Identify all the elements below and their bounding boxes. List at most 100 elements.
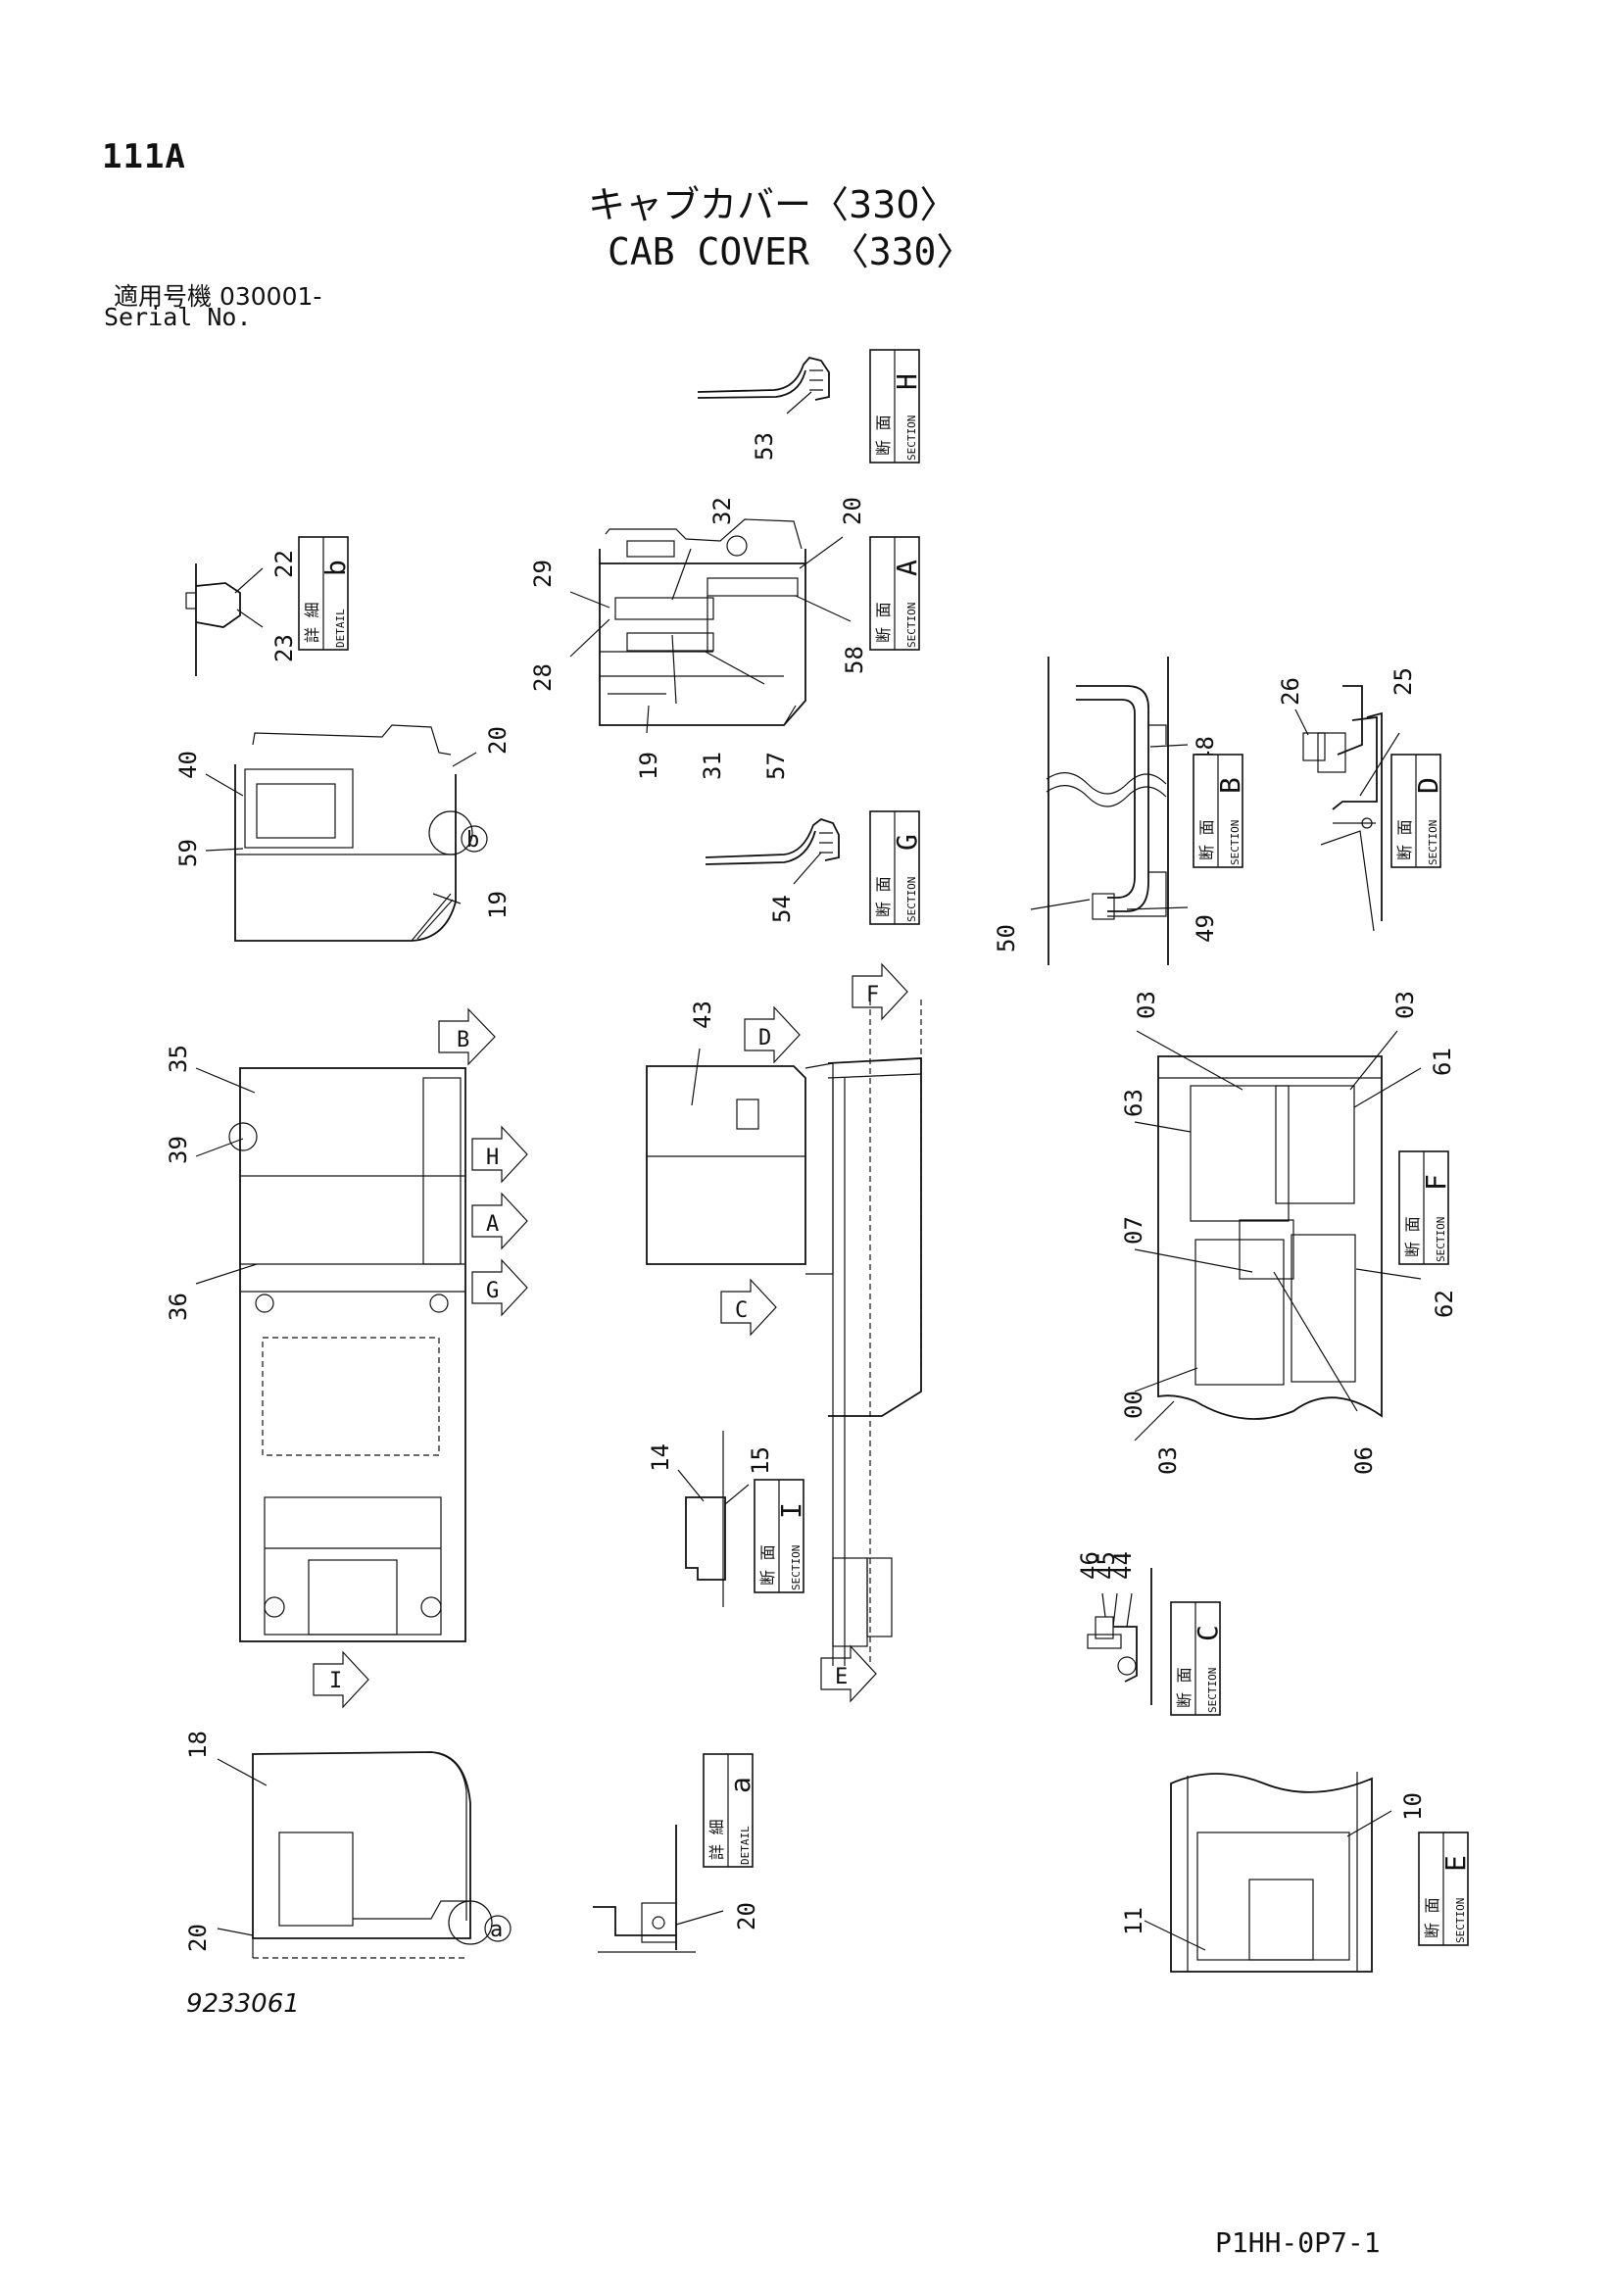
callout-03-a: 03	[1133, 991, 1160, 1019]
section-i-tag: 断 面 SECTION I	[754, 1479, 807, 1593]
section-g-tag: 断 面 SECTION G	[869, 810, 923, 925]
callout-50: 50	[993, 924, 1020, 953]
arrow-b-label: B	[457, 1028, 469, 1052]
callout-20-c: 20	[184, 1924, 212, 1952]
section-c-tag: 断 面 SECTION C	[1170, 1601, 1224, 1716]
arrow-e-label: E	[835, 1665, 848, 1689]
svg-text:断 面: 断 面	[1423, 1897, 1441, 1938]
svg-text:断 面: 断 面	[874, 876, 893, 917]
section-a-letter: A	[891, 560, 923, 576]
callout-59: 59	[174, 839, 202, 867]
reference-code: P1HH-0P7-1	[1215, 2226, 1381, 2259]
section-c-view: 46 45 44	[1076, 1551, 1152, 1705]
arrow-c-label: C	[735, 1298, 748, 1323]
section-b-tag: 断 面 SECTION B	[1193, 754, 1246, 868]
cab-side-view: b 40 59 20 19	[174, 724, 512, 942]
callout-32: 32	[708, 497, 736, 525]
callout-20-a: 20	[839, 497, 866, 525]
callout-14: 14	[647, 1443, 674, 1472]
detail-a-view: 20	[593, 1825, 760, 1953]
callout-18: 18	[184, 1731, 212, 1759]
svg-text:詳 細: 詳 細	[707, 1819, 726, 1860]
callout-06: 06	[1350, 1446, 1378, 1475]
section-d-view: 26 25	[1277, 667, 1417, 932]
detail-a-letter: a	[724, 1777, 756, 1793]
section-g-view: 54	[705, 817, 840, 923]
svg-text:SECTION: SECTION	[1427, 820, 1439, 865]
svg-text:断 面: 断 面	[1403, 1216, 1422, 1257]
callout-26: 26	[1277, 677, 1304, 706]
svg-text:SECTION: SECTION	[905, 877, 918, 922]
callout-35: 35	[165, 1045, 192, 1073]
arrow-d-label: D	[758, 1026, 771, 1050]
section-h-view: 53	[697, 356, 830, 461]
arrow-h-label: H	[486, 1146, 499, 1170]
callout-54: 54	[768, 895, 796, 923]
callout-53: 53	[751, 432, 778, 461]
serial-label-english: Serial No.	[104, 303, 252, 331]
detail-a-tag: 詳 細 DETAIL a	[703, 1753, 756, 1868]
section-b-view: 48 49 50	[993, 657, 1219, 965]
callout-36: 36	[165, 1293, 192, 1321]
section-h-letter: H	[891, 373, 923, 390]
title-japanese: キャブカバー〈330〉	[588, 183, 957, 226]
section-b-letter: B	[1214, 777, 1246, 794]
callout-46: 46	[1076, 1551, 1103, 1580]
section-i-letter: I	[775, 1502, 807, 1519]
callout-19-b: 19	[484, 891, 512, 919]
callout-28: 28	[529, 663, 557, 692]
title-english: CAB COVER 〈330〉	[608, 230, 974, 273]
svg-text:SECTION: SECTION	[790, 1545, 803, 1590]
callout-22: 22	[270, 550, 298, 578]
section-f-tag: 断 面 SECTION F	[1398, 1150, 1452, 1265]
svg-text:断 面: 断 面	[874, 415, 893, 456]
svg-text:断 面: 断 面	[1395, 819, 1414, 860]
cab-door-view: 43 D F C E	[646, 962, 922, 1703]
arrow-f-label: F	[866, 983, 879, 1007]
svg-text:SECTION: SECTION	[1454, 1898, 1467, 1943]
detail-b-letter: b	[319, 560, 352, 576]
detail-b-view: 22 23	[185, 550, 298, 676]
drawing-number: 9233061	[186, 1989, 300, 2019]
callout-44: 44	[1109, 1551, 1137, 1580]
callout-57: 57	[762, 752, 790, 780]
arrow-a-label: A	[486, 1212, 499, 1237]
svg-text:詳 細: 詳 細	[303, 602, 321, 643]
callout-39: 39	[165, 1136, 192, 1164]
callout-62: 62	[1431, 1290, 1458, 1318]
section-g-letter: G	[891, 834, 923, 851]
svg-text:DETAIL: DETAIL	[739, 1826, 752, 1865]
callout-25: 25	[1389, 667, 1417, 696]
callout-19-a: 19	[635, 752, 662, 780]
callout-31: 31	[699, 752, 726, 780]
arrow-i-label: I	[329, 1669, 342, 1693]
callout-11: 11	[1120, 1907, 1147, 1935]
section-e-view: 10 11	[1120, 1772, 1427, 1973]
callout-43: 43	[689, 1001, 716, 1029]
section-d-letter: D	[1412, 777, 1444, 794]
callout-15: 15	[747, 1446, 774, 1475]
section-c-letter: C	[1192, 1625, 1224, 1641]
callout-03-c: 03	[1154, 1446, 1182, 1475]
svg-text:断 面: 断 面	[758, 1544, 777, 1586]
svg-text:DETAIL: DETAIL	[334, 609, 347, 648]
section-f-letter: F	[1420, 1174, 1452, 1191]
section-d-tag: 断 面 SECTION D	[1390, 754, 1444, 868]
section-i-view: 14 15	[647, 1431, 774, 1607]
svg-text:断 面: 断 面	[874, 602, 893, 643]
callout-29: 29	[529, 560, 557, 588]
cab-rear-view: a 18 20	[184, 1731, 512, 1959]
callout-61: 61	[1429, 1048, 1456, 1076]
callout-07: 07	[1120, 1216, 1147, 1245]
svg-text:SECTION: SECTION	[905, 603, 918, 648]
svg-text:SECTION: SECTION	[1435, 1217, 1447, 1262]
section-e-letter: E	[1439, 1855, 1472, 1872]
callout-45: 45	[1093, 1551, 1120, 1580]
cab-plan-view: 35 39 36 B H A G I	[165, 1007, 528, 1709]
section-h-tag: 断 面 SECTION H	[869, 349, 923, 464]
callout-40: 40	[174, 751, 202, 779]
section-a-tag: 断 面 SECTION A	[869, 536, 923, 651]
serial-label-japanese: 適用号機 030001-	[114, 282, 322, 311]
